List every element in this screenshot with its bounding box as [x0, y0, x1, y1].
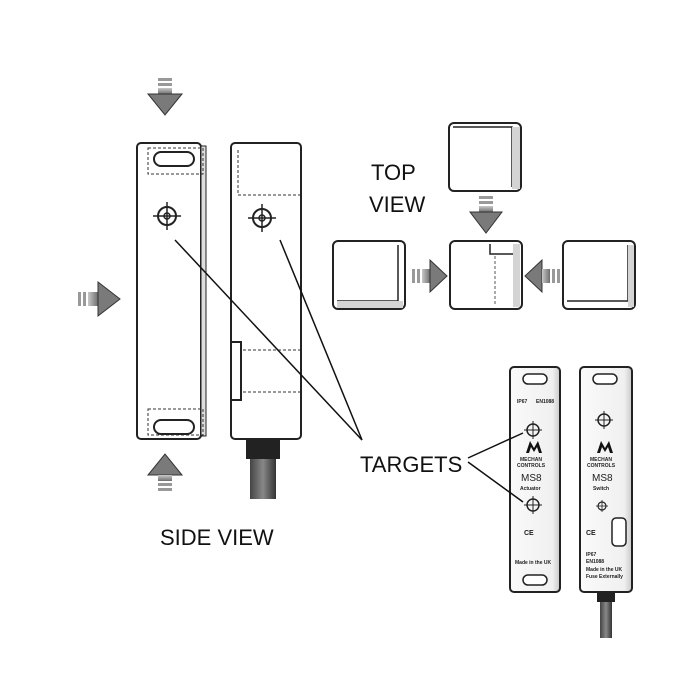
- target-icon: [524, 421, 542, 439]
- switch-fuse-note: Fuse Externally: [586, 574, 623, 580]
- target-icon: [248, 204, 276, 232]
- actuator-ce: CE: [524, 530, 534, 537]
- top-view-label-line2: VIEW: [369, 192, 425, 217]
- mechan-logo-icon: [597, 441, 613, 453]
- switch-ip: IP67: [586, 552, 597, 558]
- cable: [600, 602, 612, 638]
- actuator-ip: IP67: [517, 399, 528, 405]
- switch-kind: Switch: [593, 486, 609, 492]
- leader-lines: [174, 239, 524, 503]
- switch-origin: Made in the UK: [586, 567, 623, 573]
- switch-brand-1: MECHAN: [590, 457, 612, 463]
- target-icon: [153, 202, 181, 230]
- actuator-model: MS8: [521, 473, 542, 484]
- arrow-left-icon: [524, 258, 560, 294]
- targets-label: TARGETS: [360, 452, 462, 477]
- arrow-up-icon: [146, 453, 184, 491]
- arrow-down-icon: [146, 78, 184, 116]
- actuator-brand-1: MECHAN: [520, 457, 542, 463]
- side-view-switch: [230, 142, 302, 499]
- side-view-label: SIDE VIEW: [160, 525, 274, 550]
- actuator-origin: Made in the UK: [515, 560, 552, 566]
- side-view-actuator: [136, 142, 207, 440]
- switch-brand-2: CONTROLS: [587, 463, 616, 469]
- top-view-label-line1: TOP: [371, 160, 416, 185]
- top-view-diagram: [332, 122, 636, 310]
- switch-standard: EN1088: [586, 559, 604, 565]
- arrow-down-icon: [468, 196, 504, 234]
- actuator-brand-2: CONTROLS: [517, 463, 546, 469]
- target-icon: [524, 496, 542, 514]
- cable: [246, 439, 280, 499]
- actuator-standard: EN1088: [536, 399, 554, 405]
- mounting-slot-bottom: [153, 419, 195, 435]
- actuator-kind: Actuator: [520, 486, 541, 492]
- arrow-right-icon: [412, 258, 448, 294]
- target-icon: [596, 500, 608, 512]
- switch-model: MS8: [592, 473, 613, 484]
- mechan-logo-icon: [526, 441, 542, 453]
- mounting-slot-top: [153, 151, 195, 167]
- actuator-photo: [509, 366, 561, 593]
- target-icon: [595, 411, 613, 429]
- switch-photo: [579, 366, 633, 638]
- arrow-right-icon: [78, 280, 121, 318]
- switch-ce: CE: [586, 530, 596, 537]
